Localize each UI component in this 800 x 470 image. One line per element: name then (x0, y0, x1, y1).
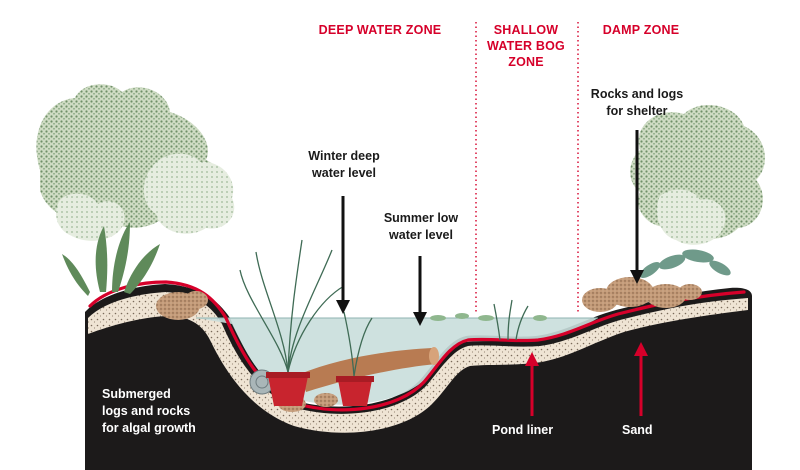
left-bank-plant (62, 222, 160, 296)
reed-plants (239, 239, 529, 377)
label-pond-liner-text: Pond liner (492, 423, 554, 437)
zone-label-damp-text: DAMP ZONE (602, 23, 680, 37)
floating-plants (430, 313, 547, 321)
label-sand: Sand (622, 422, 682, 439)
zone-label-shallow-line-3: ZONE (508, 55, 544, 69)
left-bank-rocks (156, 291, 208, 320)
label-submerged-line-3: for algal growth (102, 421, 196, 435)
left-tree-foliage (36, 84, 235, 241)
right-tree-foliage (630, 104, 766, 245)
zone-label-deep-water-text: DEEP WATER ZONE (318, 23, 442, 37)
summer-level-arrow (413, 256, 427, 326)
label-rocks-line-1: Rocks and logs (590, 87, 684, 101)
label-submerged-logs: Submerged logs and rocks for algal growt… (102, 386, 262, 437)
zone-label-shallow-line-1: SHALLOW (493, 23, 559, 37)
winter-level-arrow (336, 196, 350, 314)
plant-pot-left (266, 372, 310, 406)
label-winter-line-2: water level (312, 166, 376, 180)
zone-label-damp: DAMP ZONE (586, 22, 696, 38)
label-pond-liner: Pond liner (492, 422, 582, 439)
label-winter-line-1: Winter deep (308, 149, 380, 163)
label-submerged-line-1: Submerged (102, 387, 171, 401)
label-rocks-line-2: for shelter (606, 104, 668, 118)
label-summer-line-1: Summer low (383, 211, 459, 225)
rocks-logs-arrow (630, 130, 644, 284)
label-rocks-and-logs: Rocks and logs for shelter (578, 86, 696, 120)
sand-layer (88, 292, 748, 433)
zone-label-shallow-water-bog: SHALLOW WATER BOG ZONE (478, 22, 574, 70)
label-summer-line-2: water level (389, 228, 453, 242)
plant-pot-right (336, 376, 374, 406)
pond-liner-line (88, 280, 746, 412)
label-summer-low-water-level: Summer low water level (366, 210, 476, 244)
pond-liner-arrow (525, 352, 539, 416)
label-sand-text: Sand (622, 423, 653, 437)
label-winter-deep-water-level: Winter deep water level (284, 148, 404, 182)
zone-label-deep-water: DEEP WATER ZONE (300, 22, 460, 38)
right-bank-plant (639, 249, 731, 279)
label-submerged-line-2: logs and rocks (102, 404, 191, 418)
zone-label-shallow-line-2: WATER BOG (487, 39, 565, 53)
sand-arrow (634, 342, 648, 416)
right-bank-rocks-logs (582, 277, 702, 312)
earth-ground (85, 284, 752, 470)
